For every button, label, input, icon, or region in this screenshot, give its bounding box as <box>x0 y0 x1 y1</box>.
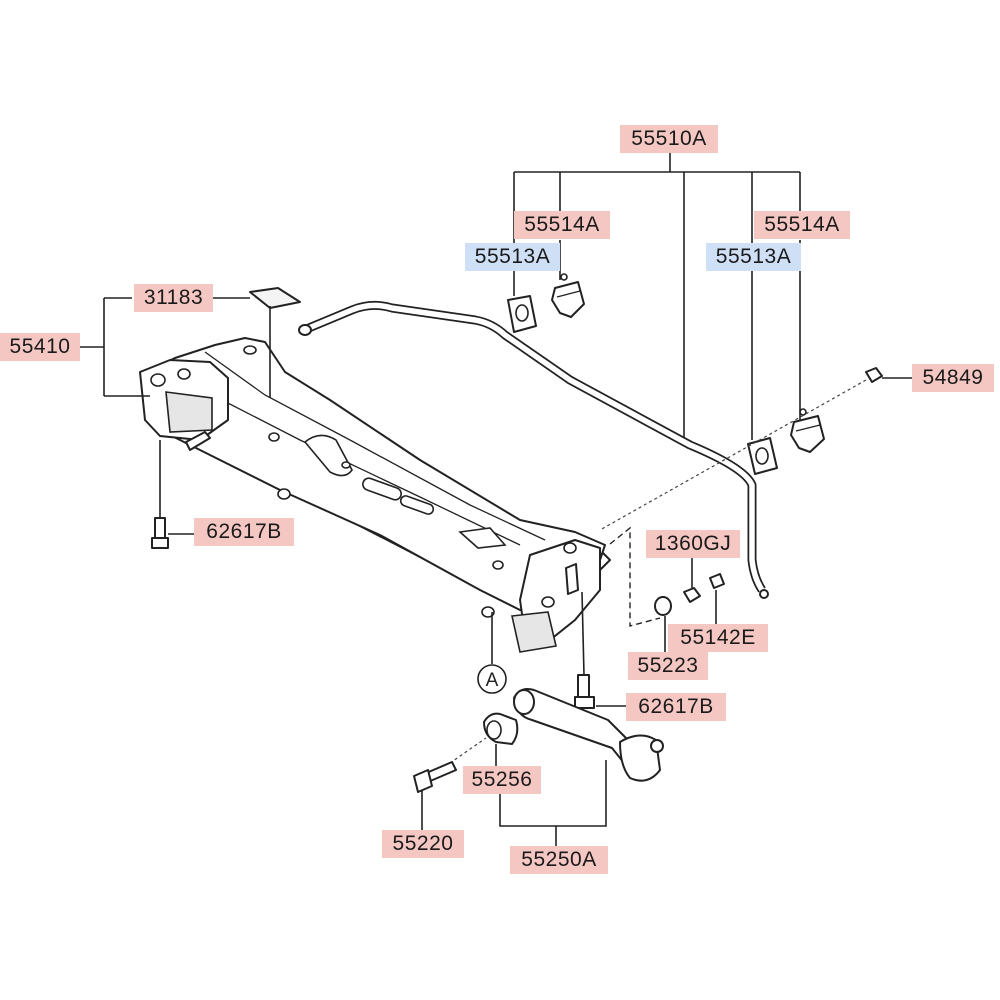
bushing-left <box>507 295 537 333</box>
label-nut-1360[interactable]: 1360GJ <box>646 530 740 558</box>
bushing-right <box>747 437 778 475</box>
label-arm-bolt[interactable]: 55220 <box>382 830 464 858</box>
link-bolt <box>599 367 883 531</box>
label-bolt-left[interactable]: 62617B <box>194 518 294 546</box>
label-bushing-arm[interactable]: 55256 <box>463 766 541 794</box>
bracket-right <box>790 408 825 453</box>
label-bracket-left[interactable]: 55514A <box>514 211 610 239</box>
label-lower-arm-assy[interactable]: 55250A <box>510 846 608 874</box>
bushing-arm <box>483 712 519 745</box>
gasket <box>249 287 301 309</box>
crossmember <box>139 337 611 653</box>
label-bushing-left[interactable]: 55513A <box>465 243 560 271</box>
nut-1360 <box>683 587 701 603</box>
nut-55142 <box>709 573 725 589</box>
washer <box>654 596 672 616</box>
view-a-letter: A <box>486 670 499 691</box>
leader-lines <box>80 152 912 846</box>
label-bolt-right[interactable]: 62617B <box>626 693 726 721</box>
label-crossmember[interactable]: 55410 <box>0 333 80 361</box>
label-stabilizer-bar-assy[interactable]: 55510A <box>620 125 718 153</box>
stabilizer-bar <box>298 300 769 599</box>
label-bracket-right[interactable]: 55514A <box>754 211 850 239</box>
lower-arm <box>513 688 664 782</box>
label-gasket[interactable]: 31183 <box>134 284 213 312</box>
label-washer[interactable]: 55223 <box>628 652 708 680</box>
bracket-left <box>551 273 585 318</box>
view-a-callout: A <box>477 664 507 694</box>
label-nut-55142[interactable]: 55142E <box>668 624 768 652</box>
arm-bolt <box>413 737 487 793</box>
label-link-bolt[interactable]: 54849 <box>912 364 994 392</box>
bolt-left <box>151 440 169 549</box>
bolt-right <box>574 591 595 709</box>
label-bushing-right[interactable]: 55513A <box>706 243 801 271</box>
